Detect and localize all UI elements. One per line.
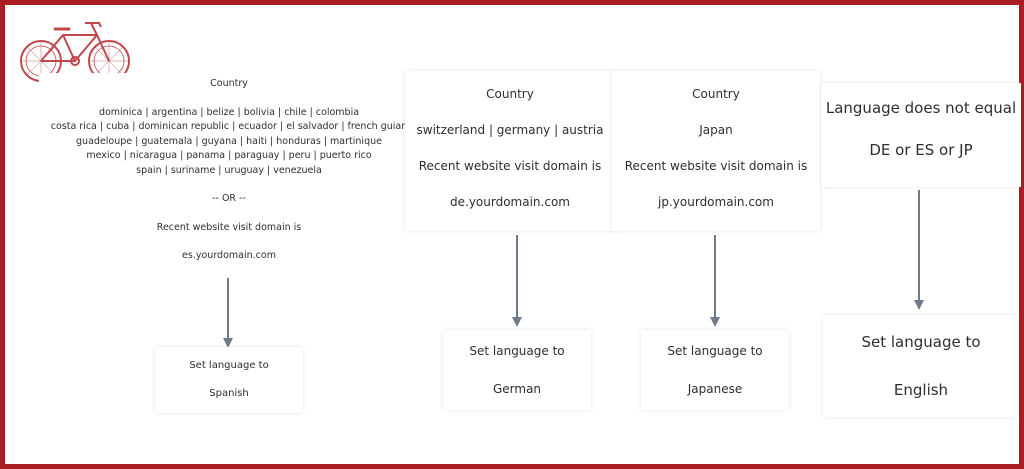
country-list-line: mexico | nicaragua | panama | paraguay |… bbox=[86, 150, 372, 161]
result-label: Set language to bbox=[189, 360, 269, 371]
condition-text: Language does not equal bbox=[825, 99, 1017, 117]
german-condition-box: Country switzerland | germany | austria … bbox=[405, 71, 615, 231]
spanish-result-box: Set language to Spanish bbox=[155, 347, 303, 413]
country-label: Country bbox=[486, 87, 534, 101]
country-label: Country bbox=[210, 78, 248, 89]
japanese-condition-box: Country Japan Recent website visit domai… bbox=[612, 71, 820, 231]
english-result-box: Set language to English bbox=[823, 315, 1019, 417]
country-list: switzerland | germany | austria bbox=[416, 123, 604, 137]
country-list-line: guadeloupe | guatemala | guyana | haiti … bbox=[76, 135, 382, 147]
result-language: Japanese bbox=[687, 382, 743, 396]
or-label: -- OR -- bbox=[212, 193, 246, 204]
arrow-down-icon bbox=[223, 278, 233, 348]
country-label: Country bbox=[692, 87, 740, 101]
german-result-box: Set language to German bbox=[443, 330, 591, 410]
domain-label: Recent website visit domain is bbox=[624, 159, 808, 173]
result-language: English bbox=[893, 381, 949, 399]
spanish-condition-box: Country dominica | argentina | belize | … bbox=[39, 73, 419, 273]
result-label: Set language to bbox=[861, 333, 981, 351]
country-list: Japan bbox=[699, 123, 733, 137]
country-list-line: dominica | argentina | belize | bolivia … bbox=[98, 106, 360, 118]
arrow-down-icon bbox=[914, 190, 924, 310]
result-language: German bbox=[492, 382, 542, 396]
result-label: Set language to bbox=[667, 344, 763, 358]
result-label: Set language to bbox=[469, 344, 565, 358]
domain-label: Recent website visit domain is bbox=[418, 159, 602, 173]
arrow-down-icon bbox=[512, 235, 522, 327]
country-list-line: costa rica | cuba | dominican republic |… bbox=[50, 121, 408, 132]
japanese-result-box: Set language to Japanese bbox=[641, 330, 789, 410]
domain-value: jp.yourdomain.com bbox=[658, 195, 774, 209]
country-list-line: spain | suriname | uruguay | venezuela bbox=[136, 164, 322, 176]
condition-text: DE or ES or JP bbox=[869, 141, 973, 159]
english-condition-box: Language does not equal DE or ES or JP bbox=[821, 83, 1021, 187]
domain-value: de.yourdomain.com bbox=[450, 195, 570, 209]
result-language: Spanish bbox=[209, 388, 249, 399]
arrow-down-icon bbox=[710, 235, 720, 327]
domain-value: es.yourdomain.com bbox=[182, 250, 276, 261]
domain-label: Recent website visit domain is bbox=[156, 221, 302, 233]
